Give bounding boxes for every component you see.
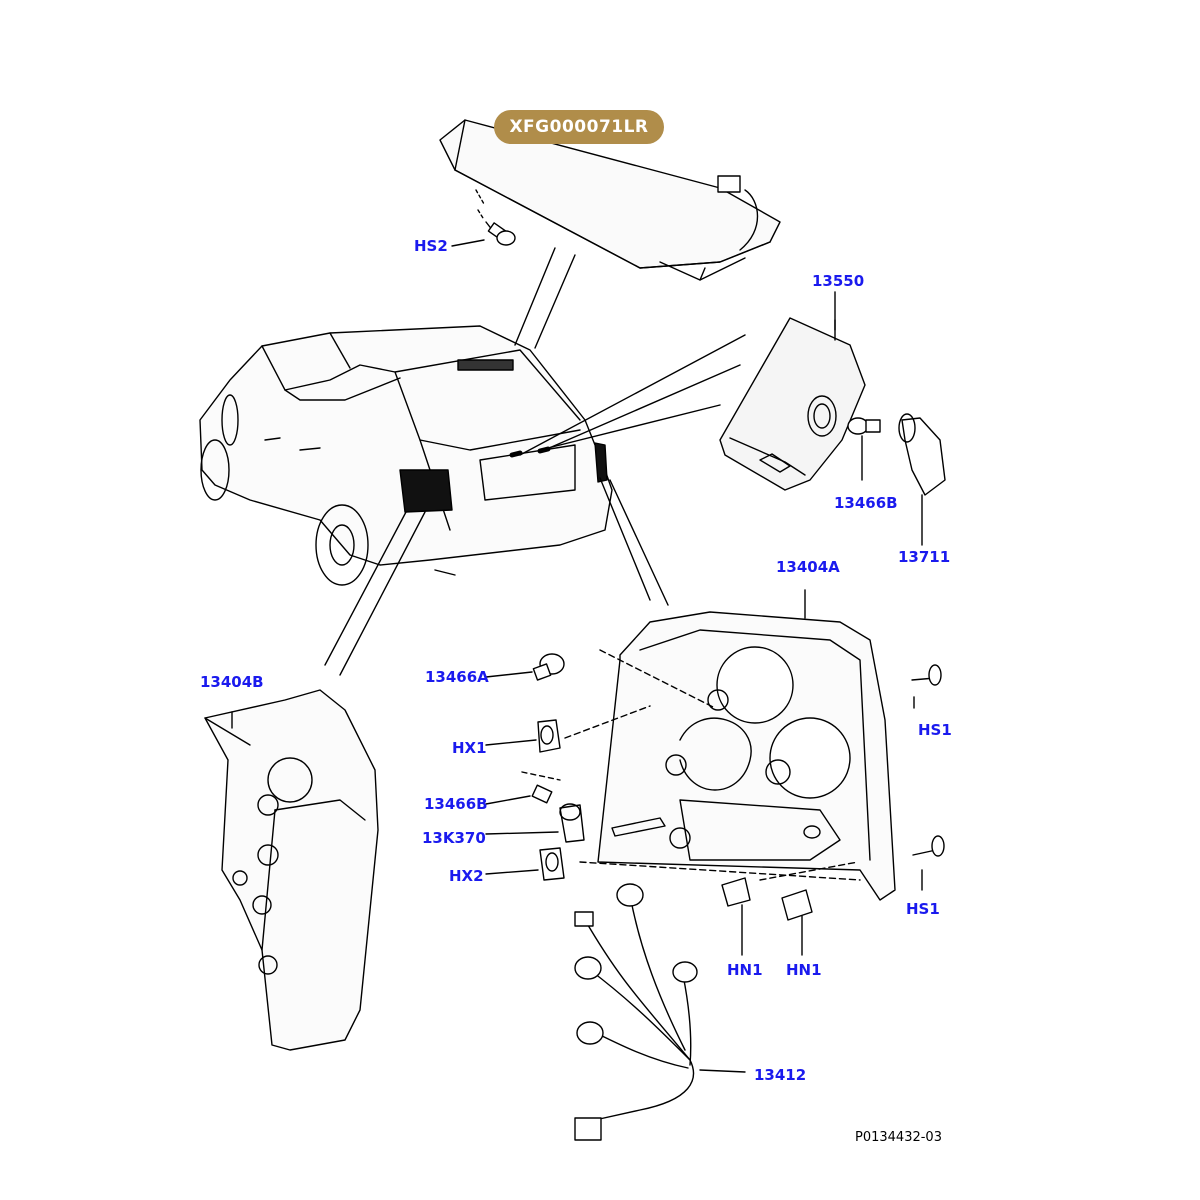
bulb-holder-13k370 — [559, 803, 585, 843]
tail-lamp-13404a — [564, 589, 896, 901]
callout-hs2[interactable]: HS2 — [414, 237, 448, 255]
leader-lines — [324, 247, 746, 676]
callout-13711[interactable]: 13711 — [898, 548, 951, 566]
high-mounted-stop-lamp — [439, 119, 781, 281]
lamp-module-13550 — [719, 317, 866, 491]
callout-hs1-bottom[interactable]: HS1 — [906, 900, 940, 918]
drawing-reference-number: P0134432-03 — [855, 1130, 942, 1145]
callout-13k370[interactable]: 13K370 — [422, 829, 486, 847]
bulb-13466a — [532, 653, 565, 681]
callout-hs1-top[interactable]: HS1 — [918, 721, 952, 739]
callout-hn1-right[interactable]: HN1 — [786, 961, 822, 979]
screw-hs2 — [475, 189, 516, 246]
diagram-id-badge: XFG000071LR — [494, 110, 664, 144]
callout-13404a[interactable]: 13404A — [776, 558, 840, 576]
callout-leaders — [451, 239, 923, 891]
callout-13412[interactable]: 13412 — [754, 1066, 807, 1084]
callout-13466b-top[interactable]: 13466B — [834, 494, 898, 512]
tail-lamp-13404b — [204, 689, 379, 1051]
bulb-13466b-mid — [521, 771, 561, 804]
bulb-13466b-top — [847, 417, 881, 481]
callout-13466b-mid[interactable]: 13466B — [424, 795, 488, 813]
callout-13550[interactable]: 13550 — [812, 272, 865, 290]
clip-hx1 — [537, 719, 561, 753]
bulb-holder-13711 — [898, 413, 946, 546]
wiring-harness-13412 — [574, 883, 746, 1141]
callout-hx1[interactable]: HX1 — [452, 739, 487, 757]
nut-hn1-right — [781, 889, 813, 956]
callout-13404b[interactable]: 13404B — [200, 673, 264, 691]
vehicle-rear-view — [199, 325, 613, 586]
callout-hn1-left[interactable]: HN1 — [727, 961, 763, 979]
clip-hx2 — [539, 847, 565, 881]
callout-13466a[interactable]: 13466A — [425, 668, 489, 686]
callout-hx2[interactable]: HX2 — [449, 867, 484, 885]
nut-hn1-left — [721, 861, 859, 956]
screw-hs1-bottom — [912, 835, 945, 857]
screw-hs1-top — [911, 664, 942, 686]
